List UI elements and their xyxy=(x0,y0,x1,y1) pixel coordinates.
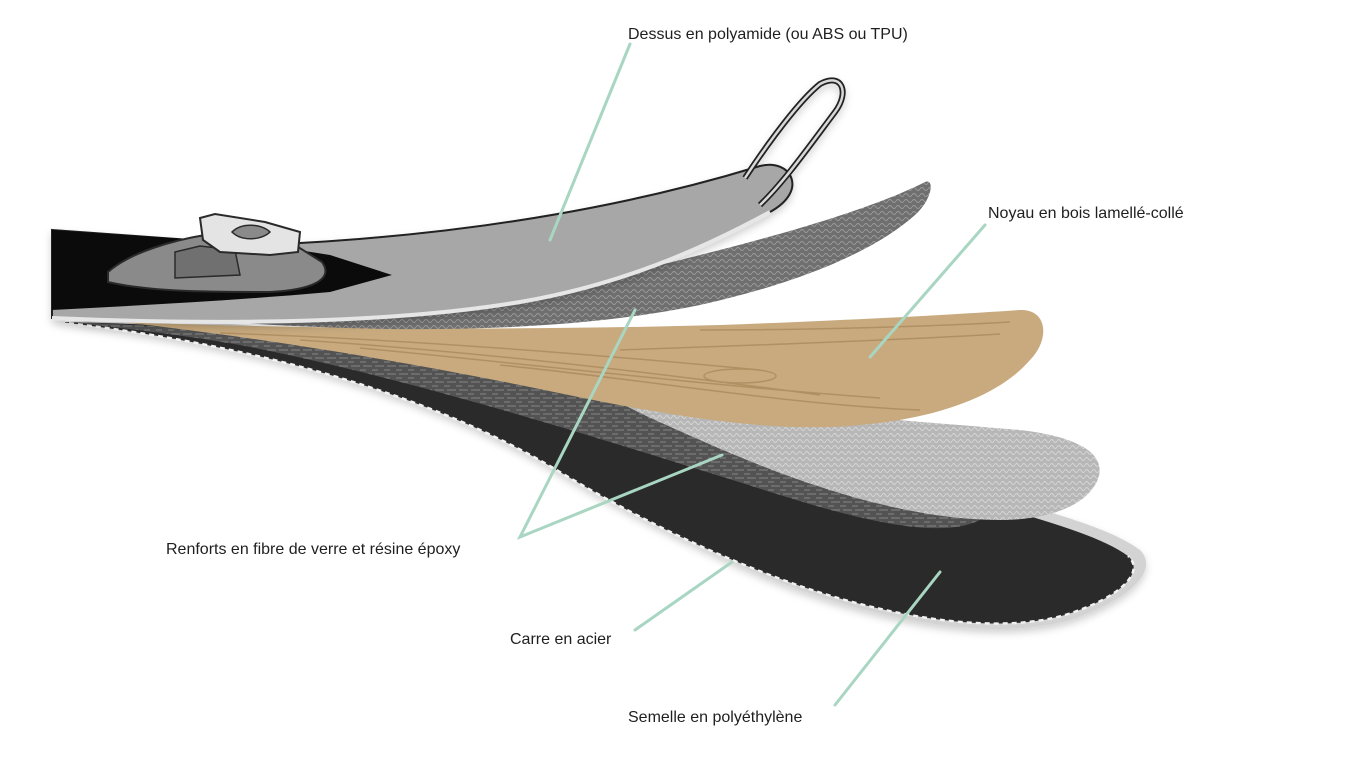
label-topsheet: Dessus en polyamide (ou ABS ou TPU) xyxy=(628,26,908,43)
leader-top xyxy=(548,42,632,242)
base-sole xyxy=(60,322,1134,624)
wood-core-layer xyxy=(120,309,1044,428)
topsheet-bottom-edge xyxy=(51,210,771,324)
fiberglass-upper-layer xyxy=(200,181,931,330)
label-reinforcement: Renforts en fibre de verre et résine épo… xyxy=(166,541,460,558)
label-edge: Carre en acier xyxy=(510,631,612,648)
steel-edge-dashes xyxy=(59,320,1135,625)
fiberglass-mesh-layer xyxy=(600,390,1100,520)
label-core: Noyau en bois lamellé-collé xyxy=(988,205,1184,222)
fiberglass-lower-layer xyxy=(70,322,990,529)
leader-reinforcement xyxy=(516,308,724,540)
label-base: Semelle en polyéthylène xyxy=(628,709,802,726)
base-layer xyxy=(52,318,1147,629)
ski-binding-icon xyxy=(52,212,392,310)
leader-core xyxy=(868,223,987,359)
leader-edge xyxy=(633,560,734,632)
leader-base xyxy=(833,570,942,707)
